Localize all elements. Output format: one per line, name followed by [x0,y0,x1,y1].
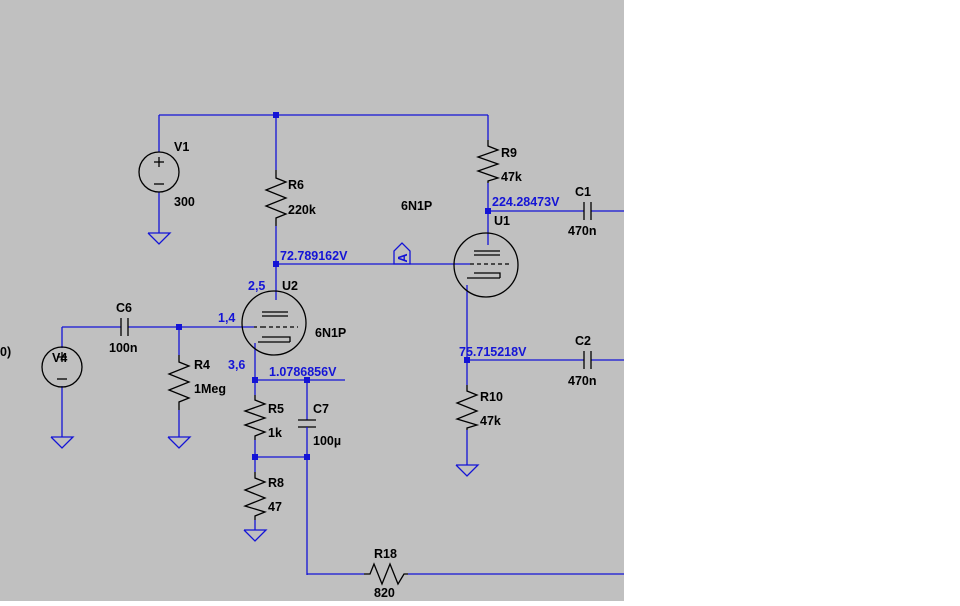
u2-name-label: U2 [282,279,298,293]
r5-value-label: 1k [268,426,282,440]
r8-name-label: R8 [268,476,284,490]
schematic-canvas[interactable]: A V1 300 R6 220k 6N1P U1 R9 47k C1 470n … [0,0,624,601]
ground-icon [50,436,75,449]
net-label-a[interactable]: A [393,242,411,265]
c6-value-label: 100n [109,341,138,355]
r9-value-label: 47k [501,170,522,184]
ground-icon [243,529,268,542]
v1-name-label: V1 [174,140,189,154]
svg-text:A: A [396,253,410,262]
c7-value-label: 100µ [313,434,341,448]
ground-icon [167,436,192,449]
resistor-r18-symbol[interactable] [364,562,408,586]
capacitor-c6-symbol[interactable] [120,318,129,336]
r6-name-label: R6 [288,178,304,192]
r18-value-label: 820 [374,586,395,600]
capacitor-c7-symbol[interactable] [298,419,316,432]
r9-name-label: R9 [501,146,517,160]
u2-grid-pins-label: 1,4 [218,311,235,325]
c7-name-label: C7 [313,402,329,416]
source-v4-symbol[interactable] [41,346,83,388]
voltage-u1-cathode: 75.715218V [459,345,527,359]
source-v1-symbol[interactable] [138,151,180,193]
c6-name-label: C6 [116,301,132,315]
resistor-r6-symbol[interactable] [264,170,288,226]
schematic-svg[interactable]: A V1 300 R6 220k 6N1P U1 R9 47k C1 470n … [0,0,624,601]
resistor-r10-symbol[interactable] [455,385,480,430]
wires [61,114,624,575]
capacitor-c1-symbol[interactable] [583,202,592,220]
capacitor-c2-symbol[interactable] [583,351,592,369]
v1-value-label: 300 [174,195,195,209]
resistor-r4-symbol[interactable] [167,355,191,410]
c1-name-label: C1 [575,185,591,199]
resistor-r5-symbol[interactable] [243,395,267,440]
resistor-r9-symbol[interactable] [476,140,501,183]
triode-u2-symbol[interactable] [241,290,307,356]
voltage-u2-cathode: 1.0786856V [269,365,337,379]
c2-value-label: 470n [568,374,597,388]
r4-value-label: 1Meg [194,382,226,396]
c2-name-label: C2 [575,334,591,348]
voltage-u2-anode: 72.789162V [280,249,348,263]
r4-name-label: R4 [194,358,210,372]
junction-dots [176,112,491,460]
u2-cathode-pins-label: 3,6 [228,358,245,372]
resistor-r8-symbol[interactable] [243,472,267,520]
ground-icon [455,464,480,477]
u1-name-label: U1 [494,214,510,228]
r6-value-label: 220k [288,203,316,217]
v4-partial-label: 0) [0,345,11,359]
r8-value-label: 47 [268,500,282,514]
r10-value-label: 47k [480,414,501,428]
c1-value-label: 470n [568,224,597,238]
r18-name-label: R18 [374,547,397,561]
voltage-u1-anode: 224.28473V [492,195,560,209]
u2-anode-pins-label: 2,5 [248,279,265,293]
r5-name-label: R5 [268,402,284,416]
r10-name-label: R10 [480,390,503,404]
triode-u1-symbol[interactable] [453,232,519,298]
ground-icon [147,232,172,245]
u2-model-label: 6N1P [315,326,346,340]
u1-model-label: 6N1P [401,199,432,213]
v4-name-label: V4 [52,351,67,365]
